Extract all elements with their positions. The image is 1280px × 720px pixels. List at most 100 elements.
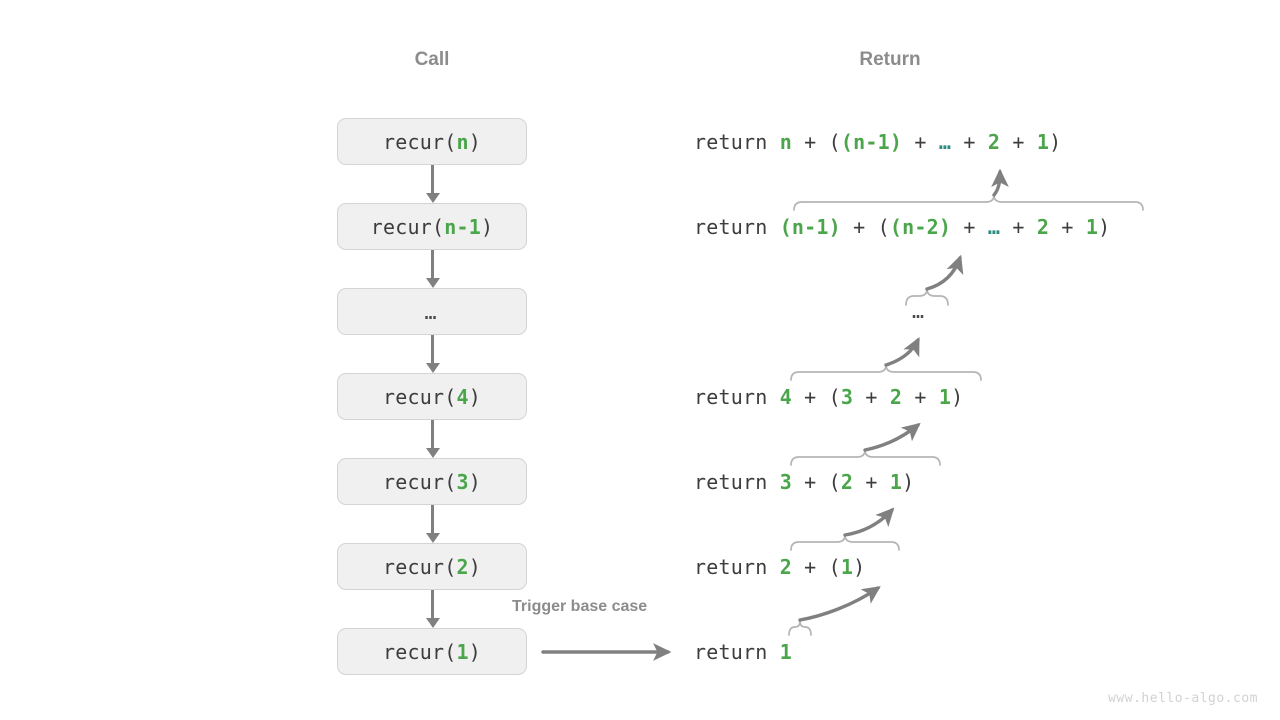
return-keyword: return xyxy=(694,130,780,154)
trigger-base-case-label: Trigger base case xyxy=(512,598,648,615)
return-token: + xyxy=(791,385,829,409)
return-line-return-n-1: return (n-1) + ((n-2) + … + 2 + 1) xyxy=(694,215,1110,239)
call-arrow-2 xyxy=(426,335,440,373)
return-token: + xyxy=(1000,130,1037,154)
call-fn-prefix: recur( xyxy=(383,384,457,409)
return-line-return-n: return n + ((n-1) + … + 2 + 1) xyxy=(694,130,1061,154)
column-header-return: Return xyxy=(859,49,921,70)
return-token: + xyxy=(840,215,878,239)
call-arrow-0 xyxy=(426,165,440,203)
return-line-return-3: return 3 + (2 + 1) xyxy=(694,470,914,494)
return-token: 4 xyxy=(779,385,792,409)
arrow-stem xyxy=(431,505,435,534)
call-box-recur-n-1: recur(n-1) xyxy=(337,203,527,250)
return-ellipsis: … xyxy=(912,299,928,323)
return-token: 3 xyxy=(779,470,792,494)
call-arrow-1 xyxy=(426,250,440,288)
return-arrow-1 xyxy=(798,586,881,622)
return-token: 1 xyxy=(840,555,854,579)
call-fn-prefix: recur( xyxy=(370,214,445,239)
call-fn-arg: 4 xyxy=(456,384,469,409)
return-token: 1 xyxy=(1036,130,1050,154)
return-token: + xyxy=(1000,215,1037,239)
return-line-return-2: return 2 + (1) xyxy=(694,555,865,579)
return-token: ( xyxy=(828,385,841,409)
brace-1 xyxy=(788,620,812,636)
return-token: (n-1) xyxy=(779,215,841,239)
return-token: 2 xyxy=(1036,215,1050,239)
return-keyword: return xyxy=(694,385,780,409)
return-token: ( xyxy=(828,130,841,154)
return-arrow-2 xyxy=(843,507,895,537)
return-token: 2 xyxy=(779,555,792,579)
call-box-ellipsis: … xyxy=(424,299,440,324)
call-fn-suffix: ) xyxy=(480,214,494,239)
return-arrow-dots-up xyxy=(925,254,964,291)
return-token: + xyxy=(791,555,829,579)
return-token: ) xyxy=(853,555,866,579)
call-arrow-5 xyxy=(426,590,440,628)
column-header-call: Call xyxy=(414,49,450,70)
return-arrow-3 xyxy=(863,422,921,452)
return-token: + xyxy=(902,130,939,154)
return-token: + xyxy=(791,470,829,494)
call-fn-prefix: recur( xyxy=(383,554,457,579)
return-token: (n-1) xyxy=(840,130,903,154)
return-token: + xyxy=(853,470,890,494)
call-box-recur-1: recur(1) xyxy=(337,628,527,675)
return-token: 3 xyxy=(840,385,854,409)
brace-n-1 xyxy=(793,194,1144,211)
call-fn-arg: 2 xyxy=(456,554,469,579)
return-keyword: return xyxy=(694,470,780,494)
call-fn-prefix: recur( xyxy=(383,639,457,664)
return-arrow-n-1 xyxy=(991,168,1009,197)
return-token: + xyxy=(853,385,890,409)
arrow-stem xyxy=(431,250,435,279)
call-box-recur-n: recur(n) xyxy=(337,118,527,165)
brace-3 xyxy=(790,449,941,466)
return-token: (n-2) xyxy=(889,215,952,239)
call-fn-arg: n xyxy=(456,129,469,154)
return-token: + xyxy=(1049,215,1086,239)
return-token: 2 xyxy=(987,130,1001,154)
return-token: + xyxy=(902,385,939,409)
call-fn-arg: 1 xyxy=(456,639,469,664)
return-token: 2 xyxy=(889,385,903,409)
return-token: ( xyxy=(828,470,841,494)
arrow-head xyxy=(426,193,440,203)
return-token: … xyxy=(938,130,952,154)
return-token: ) xyxy=(1049,130,1062,154)
call-box-recur-dots: … xyxy=(337,288,527,335)
brace-4 xyxy=(790,364,982,381)
call-arrow-3 xyxy=(426,420,440,458)
arrow-stem xyxy=(431,335,435,364)
call-fn-arg: n-1 xyxy=(444,214,481,239)
call-fn-suffix: ) xyxy=(468,469,481,494)
return-keyword: return xyxy=(694,640,780,664)
brace-2 xyxy=(790,534,900,551)
call-box-recur-2: recur(2) xyxy=(337,543,527,590)
return-token: + xyxy=(951,215,988,239)
call-fn-suffix: ) xyxy=(468,639,481,664)
arrow-head xyxy=(426,448,440,458)
return-token: n xyxy=(779,130,792,154)
return-token: ) xyxy=(1098,215,1111,239)
arrow-head xyxy=(426,618,440,628)
return-token: ( xyxy=(877,215,890,239)
call-fn-suffix: ) xyxy=(468,384,481,409)
arrow-head xyxy=(426,278,440,288)
return-line-return-4: return 4 + (3 + 2 + 1) xyxy=(694,385,963,409)
arrow-stem xyxy=(431,420,435,449)
return-arrow-4 xyxy=(884,336,920,367)
arrow-head xyxy=(426,533,440,543)
return-keyword: return xyxy=(694,555,780,579)
arrow-stem xyxy=(431,165,435,194)
return-token: 2 xyxy=(840,470,854,494)
call-box-recur-3: recur(3) xyxy=(337,458,527,505)
return-keyword: return xyxy=(694,215,780,239)
call-fn-suffix: ) xyxy=(468,554,481,579)
return-token: 1 xyxy=(1085,215,1099,239)
call-arrow-4 xyxy=(426,505,440,543)
return-token: 1 xyxy=(889,470,903,494)
